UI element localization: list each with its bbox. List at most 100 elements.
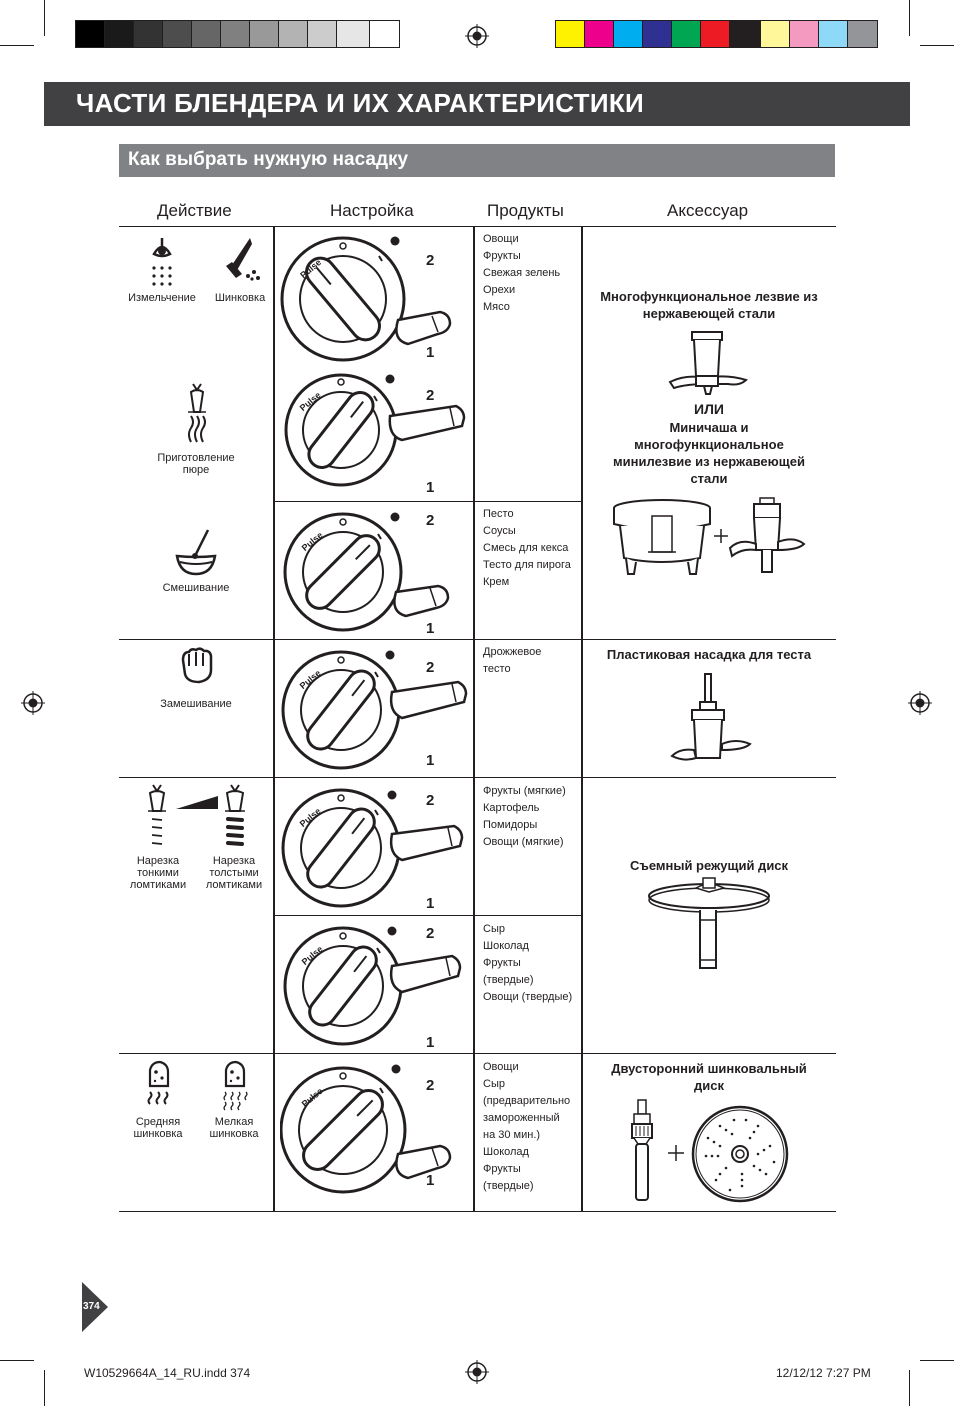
accessory-slicing-title: Съемный режущий диск xyxy=(629,858,789,873)
column-header-products: Продукты xyxy=(487,201,564,220)
speed-dial-speed1: Pulse xyxy=(283,926,462,1046)
page-number-tab xyxy=(82,1282,108,1332)
column-header-action: Действие xyxy=(157,201,232,220)
disc-stem-icon xyxy=(631,1099,653,1201)
speed-2-label: 2 xyxy=(426,387,435,404)
footer-filename: W10529664A_14_RU.indd 374 xyxy=(84,1366,251,1380)
shredding-disc-icon xyxy=(691,1105,789,1203)
speed-1-label: 1 xyxy=(426,1172,435,1189)
column-header-setting: Настройка xyxy=(330,201,414,220)
speed-1-label: 1 xyxy=(426,479,435,496)
thickness-wedge-icon xyxy=(176,796,218,809)
cheese-fine-shred-icon xyxy=(223,1060,248,1111)
mini-bowl-icon xyxy=(613,499,711,575)
list-item: Смесь для кекса xyxy=(483,542,569,554)
knife-cutting-icon xyxy=(226,238,260,281)
list-item: Сыр xyxy=(483,923,505,935)
label-mince: Шинковка xyxy=(214,292,266,304)
speed-2-label: 2 xyxy=(426,659,435,676)
accessory-or: ИЛИ xyxy=(694,401,724,417)
speed-dial-pulse: Pulse xyxy=(280,236,452,362)
label-thick-slice: Нарезка толстыми ломтиками xyxy=(205,855,263,891)
plus-icon xyxy=(668,1145,684,1161)
accessory-mini-title: Миничаша и многофункциональное минилезви… xyxy=(613,420,805,486)
bowl-whisk-icon xyxy=(175,529,217,576)
title-bar xyxy=(44,82,910,126)
list-item: Свежая зелень xyxy=(483,267,561,279)
products-list: Сыр Шоколад Фрукты (твердые) Овощи (твер… xyxy=(483,921,572,1006)
list-item: Овощи xyxy=(483,1061,519,1073)
carrot-puree-icon xyxy=(188,383,206,443)
list-item: (твердые) xyxy=(483,1180,534,1192)
speed-2-label: 2 xyxy=(426,925,435,942)
list-item: Фрукты xyxy=(483,957,521,969)
list-item: тесто xyxy=(483,663,511,675)
speed-dial-speed1: Pulse xyxy=(284,373,466,487)
list-item: Картофель xyxy=(483,802,540,814)
list-item: Фрукты xyxy=(483,250,521,262)
cheese-medium-shred-icon xyxy=(147,1060,170,1105)
subtitle-bar xyxy=(119,144,835,177)
list-item: Овощи xyxy=(483,233,519,245)
list-item: (твердые) xyxy=(483,974,534,986)
list-item: Орехи xyxy=(483,284,516,296)
multipurpose-blade-icon xyxy=(668,331,748,395)
list-item: Дрожжевое xyxy=(483,646,542,658)
speed-1-label: 1 xyxy=(426,344,435,361)
speed-2-label: 2 xyxy=(426,792,435,809)
list-item: Помидоры xyxy=(483,819,538,831)
speed-dial-speed1: Pulse xyxy=(281,788,464,908)
page-title: ЧАСТИ БЛЕНДЕРА И ИХ ХАРАКТЕРИСТИКИ xyxy=(76,88,644,118)
label-medium-shred: Средняя шинковка xyxy=(133,1116,183,1140)
kneading-hand-icon xyxy=(181,647,213,684)
list-item: Овощи (твердые) xyxy=(483,991,573,1003)
products-list: Фрукты (мягкие) Картофель Помидоры Овощи… xyxy=(483,783,566,851)
label-puree: Приготовление пюре xyxy=(157,452,235,476)
list-item: Мясо xyxy=(483,301,510,313)
label-knead: Замешивание xyxy=(160,698,232,710)
accessory-shred-title: Двусторонний шинковальный диск xyxy=(611,1061,807,1093)
carrot-thin-slice-icon xyxy=(148,784,166,845)
list-item: Соусы xyxy=(483,525,516,537)
products-list: Овощи Фрукты Свежая зелень Орехи Мясо xyxy=(483,231,560,316)
list-item: на 30 мин.) xyxy=(483,1129,541,1141)
mini-blade-icon xyxy=(728,497,806,573)
slicing-disc-icon xyxy=(648,877,770,969)
speed-1-label: 1 xyxy=(426,752,435,769)
accessory-blade-title: Многофункциональное лезвие из нержавеюще… xyxy=(600,289,818,321)
list-item: Песто xyxy=(483,508,514,520)
speed-1-label: 1 xyxy=(426,1034,435,1051)
label-mix: Смешивание xyxy=(162,582,230,594)
page-number: 374 xyxy=(83,1301,100,1312)
list-item: Фрукты xyxy=(483,1163,521,1175)
registration-mark-icon xyxy=(465,24,489,48)
footer-timestamp: 12/12/12 7:27 PM xyxy=(776,1366,871,1380)
list-item: Фрукты (мягкие) xyxy=(483,785,566,797)
list-item: Тесто для пирога xyxy=(483,559,571,571)
products-list: Овощи Сыр (предварительно замороженный н… xyxy=(483,1059,570,1195)
list-item: Сыр xyxy=(483,1078,505,1090)
list-item: Шоколад xyxy=(483,1146,529,1158)
plus-icon xyxy=(714,529,728,543)
label-fine-shred: Мелкая шинковка xyxy=(209,1116,259,1140)
label-chop: Измельчение xyxy=(128,292,196,304)
products-list: Песто Соусы Смесь для кекса Тесто для пи… xyxy=(483,506,571,591)
list-item: Овощи (мягкие) xyxy=(483,836,564,848)
list-item: замороженный xyxy=(483,1112,560,1124)
list-item: Шоколад xyxy=(483,940,529,952)
column-header-accessory: Аксессуар xyxy=(667,201,749,220)
speed-2-label: 2 xyxy=(426,252,435,269)
speed-2-label: 2 xyxy=(426,1077,435,1094)
list-item: Крем xyxy=(483,576,510,588)
list-item: (предварительно xyxy=(483,1095,571,1107)
products-list: Дрожжевое тесто xyxy=(483,644,541,678)
speed-dial-speed2: Pulse xyxy=(280,1064,452,1194)
speed-1-label: 1 xyxy=(426,620,435,637)
speed-dial-speed2: Pulse xyxy=(283,512,450,632)
accessory-dough-title: Пластиковая насадка для теста xyxy=(606,647,812,662)
registration-mark-icon xyxy=(21,691,45,715)
chop-icon xyxy=(152,238,172,286)
dough-blade-icon xyxy=(670,673,752,761)
carrot-thick-slice-icon xyxy=(225,784,245,846)
speed-2-label: 2 xyxy=(426,512,435,529)
